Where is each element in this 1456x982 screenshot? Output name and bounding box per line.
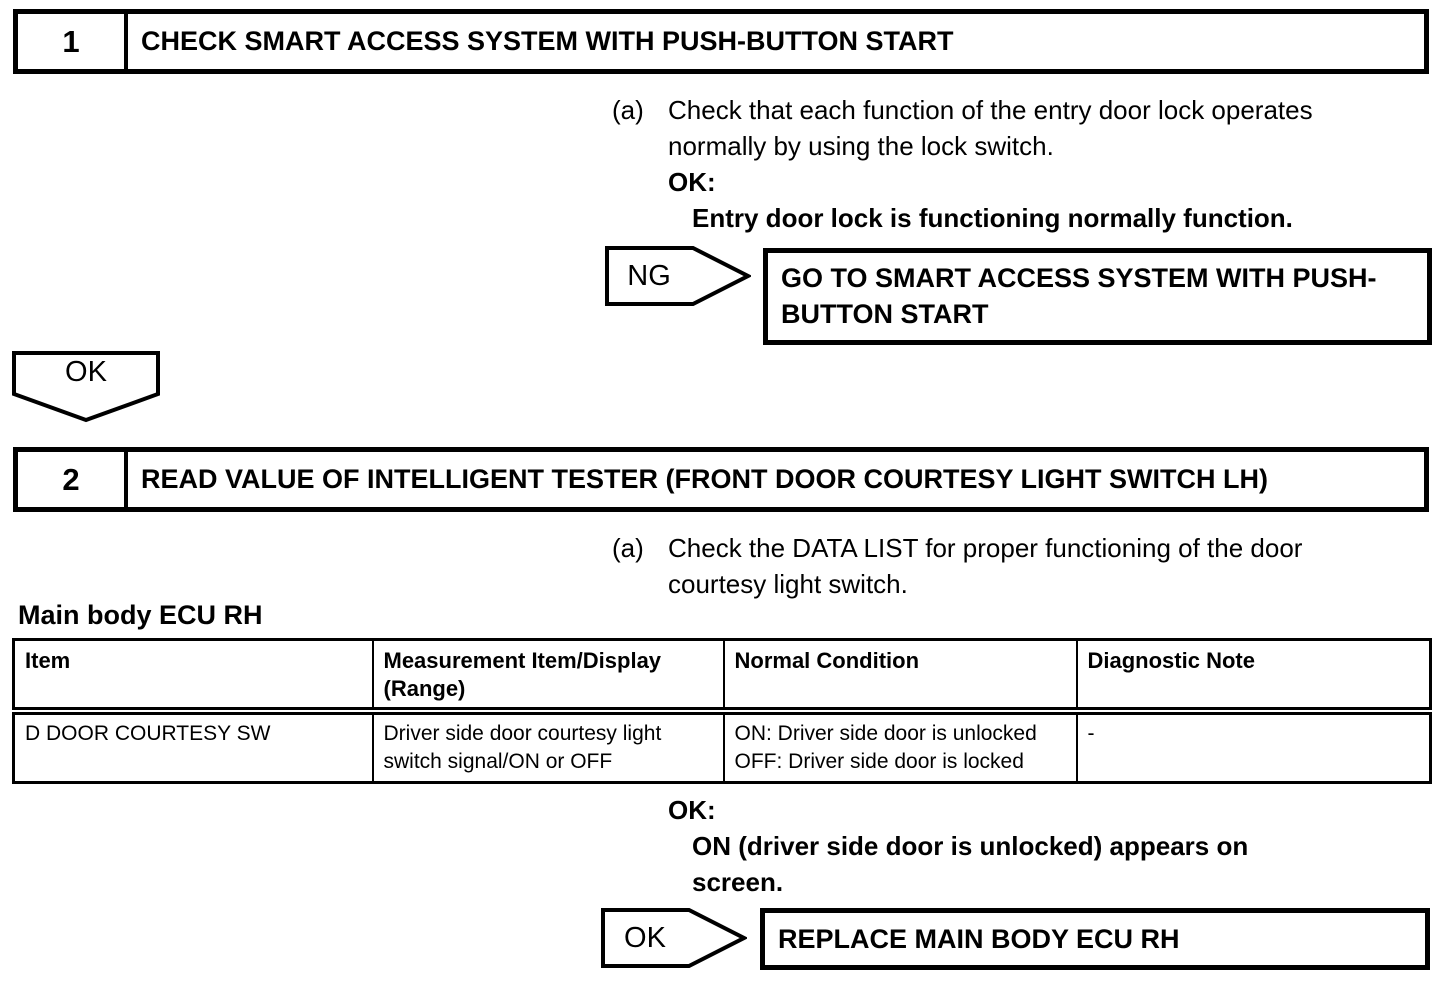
column-header-diagnostic-note: Diagnostic Note (1075, 638, 1432, 715)
ok-connector: OK (12, 351, 160, 423)
cell-normal-condition: ON: Driver side door is unlocked OFF: Dr… (722, 710, 1078, 784)
table-title: Main body ECU RH (18, 600, 263, 630)
item-marker: (a) (612, 95, 644, 125)
step-2-number: 2 (18, 452, 128, 507)
step-1-title: CHECK SMART ACCESS SYSTEM WITH PUSH-BUTT… (141, 26, 954, 56)
cell-item: D DOOR COURTESY SW (12, 710, 374, 784)
step-2-title: READ VALUE OF INTELLIGENT TESTER (FRONT … (141, 464, 1268, 494)
table-header-row: Item Measurement Item/Display (Range) No… (12, 638, 1432, 715)
step-1-item-a: (a) Check that each function of the entr… (612, 92, 1418, 164)
step-1-ok-label: OK: (668, 167, 716, 197)
ng-connector: NG (605, 246, 751, 306)
down-arrow-icon (12, 351, 160, 423)
cell-measurement: Driver side door courtesy light switch s… (371, 710, 725, 784)
step-2-instructions: (a) Check the DATA LIST for proper funct… (612, 530, 1418, 602)
right-arrow-icon (605, 246, 751, 306)
ok-connector-label: OK (65, 356, 107, 388)
column-header-item: Item (12, 638, 374, 715)
column-header-measurement: Measurement Item/Display (Range) (371, 638, 725, 715)
step-2-ok-label: OK: (668, 795, 716, 825)
step-1-ok-condition: Entry door lock is functioning normally … (692, 203, 1293, 233)
right-arrow-icon (601, 908, 747, 968)
ok-branch-connector: OK (601, 908, 747, 968)
ok-action-box: REPLACE MAIN BODY ECU RH (760, 908, 1430, 970)
item-marker: (a) (612, 533, 644, 563)
ng-connector-label: NG (627, 259, 671, 292)
step-2-item-a: (a) Check the DATA LIST for proper funct… (612, 530, 1418, 602)
step-2-instruction-text: Check the DATA LIST for proper functioni… (668, 533, 1303, 599)
cell-diagnostic-note: - (1075, 710, 1432, 784)
step-1-instruction-text: Check that each function of the entry do… (668, 95, 1313, 161)
step-2-ok-condition: ON (driver side door is unlocked) appear… (692, 831, 1249, 897)
table-row: D DOOR COURTESY SW Driver side door cour… (12, 710, 1432, 784)
step-1-number: 1 (18, 14, 128, 69)
step-1-instructions: (a) Check that each function of the entr… (612, 92, 1418, 236)
ok-branch-label: OK (624, 921, 666, 954)
step-2-ok-result: OK: ON (driver side door is unlocked) ap… (668, 792, 1408, 900)
step-1-header-box: 1 CHECK SMART ACCESS SYSTEM WITH PUSH-BU… (13, 9, 1429, 74)
step-2-header-box: 2 READ VALUE OF INTELLIGENT TESTER (FRON… (13, 447, 1429, 512)
ng-action-box: GO TO SMART ACCESS SYSTEM WITH PUSH-BUTT… (763, 248, 1432, 345)
column-header-normal-condition: Normal Condition (722, 638, 1078, 715)
data-list-table: Item Measurement Item/Display (Range) No… (12, 638, 1432, 784)
